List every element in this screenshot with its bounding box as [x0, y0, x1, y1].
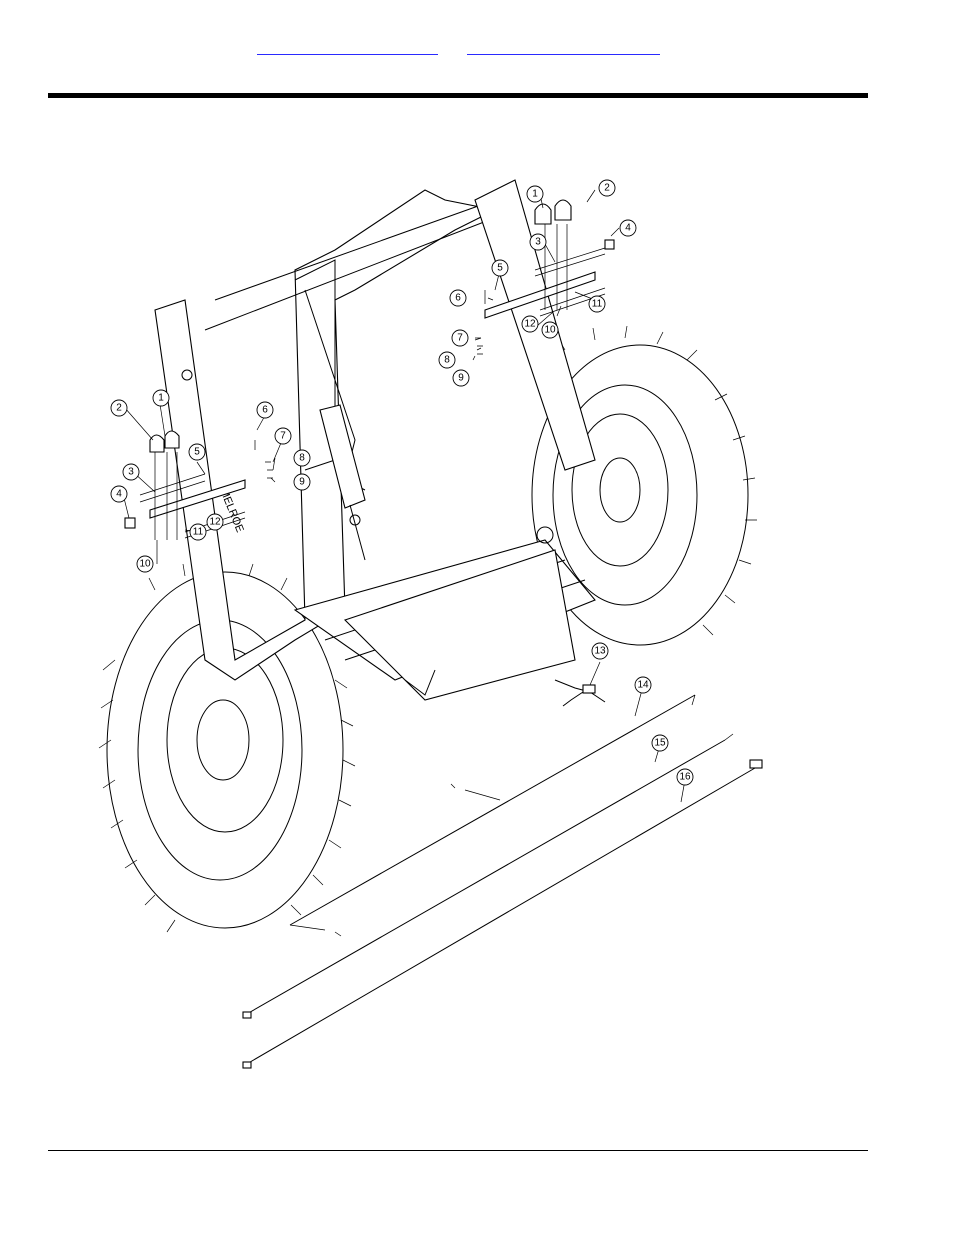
svg-text:10: 10	[139, 559, 151, 570]
callout-6b: 6	[257, 402, 273, 418]
svg-text:8: 8	[444, 355, 450, 366]
callout-10a: 10	[542, 322, 558, 338]
svg-text:6: 6	[455, 293, 461, 304]
callout-15: 15	[652, 735, 668, 751]
svg-text:1: 1	[158, 393, 164, 404]
svg-text:7: 7	[280, 431, 286, 442]
svg-text:5: 5	[194, 447, 200, 458]
svg-text:8: 8	[299, 453, 305, 464]
callout-10b: 10	[137, 556, 153, 572]
svg-text:3: 3	[128, 467, 134, 478]
svg-text:3: 3	[535, 237, 541, 248]
svg-text:11: 11	[592, 299, 603, 310]
callout-14: 14	[635, 677, 651, 693]
top-links	[0, 40, 954, 56]
harness-14	[290, 695, 695, 936]
svg-text:4: 4	[625, 223, 631, 234]
callout-11b: 11	[190, 524, 206, 540]
callout-7b: 7	[275, 428, 291, 444]
svg-text:12: 12	[524, 319, 536, 330]
svg-text:10: 10	[544, 325, 556, 336]
callout-9a: 9	[453, 370, 469, 386]
callout-13: 13	[592, 643, 608, 659]
svg-text:5: 5	[497, 263, 503, 274]
callout-3b: 3	[123, 464, 139, 480]
callout-5b: 5	[189, 444, 205, 460]
svg-text:2: 2	[116, 403, 122, 414]
callout-2b: 2	[111, 400, 127, 416]
parts-diagram: MELROE	[95, 140, 785, 1080]
svg-text:7: 7	[457, 333, 463, 344]
svg-text:9: 9	[299, 477, 305, 488]
svg-text:15: 15	[654, 738, 666, 749]
svg-text:12: 12	[209, 517, 221, 528]
callout-1a: 1	[527, 186, 543, 202]
callout-1b: 1	[153, 390, 169, 406]
callout-16: 16	[677, 769, 693, 785]
callout-7a: 7	[452, 330, 468, 346]
callout-2a: 2	[599, 180, 615, 196]
svg-text:16: 16	[679, 772, 691, 783]
svg-text:9: 9	[458, 373, 464, 384]
callout-11a: 11	[589, 296, 605, 312]
svg-text:11: 11	[193, 527, 204, 538]
callout-5a: 5	[492, 260, 508, 276]
svg-text:4: 4	[116, 489, 122, 500]
harness-13	[555, 680, 605, 706]
callout-4a: 4	[620, 220, 636, 236]
callout-9b: 9	[294, 474, 310, 490]
svg-text:14: 14	[637, 680, 649, 691]
svg-text:1: 1	[532, 189, 538, 200]
callout-6a: 6	[450, 290, 466, 306]
loader-frame	[155, 180, 595, 700]
top-link-1[interactable]	[257, 40, 438, 55]
callout-12a: 12	[522, 316, 538, 332]
svg-text:13: 13	[594, 646, 606, 657]
callout-4b: 4	[111, 486, 127, 502]
callout-8b: 8	[294, 450, 310, 466]
callout-12b: 12	[207, 514, 223, 530]
svg-text:6: 6	[262, 405, 268, 416]
top-link-2[interactable]	[467, 40, 660, 55]
callout-8a: 8	[439, 352, 455, 368]
footer-rule	[48, 1150, 868, 1151]
header-rule	[48, 93, 868, 98]
callout-3a: 3	[530, 234, 546, 250]
svg-text:2: 2	[604, 183, 610, 194]
